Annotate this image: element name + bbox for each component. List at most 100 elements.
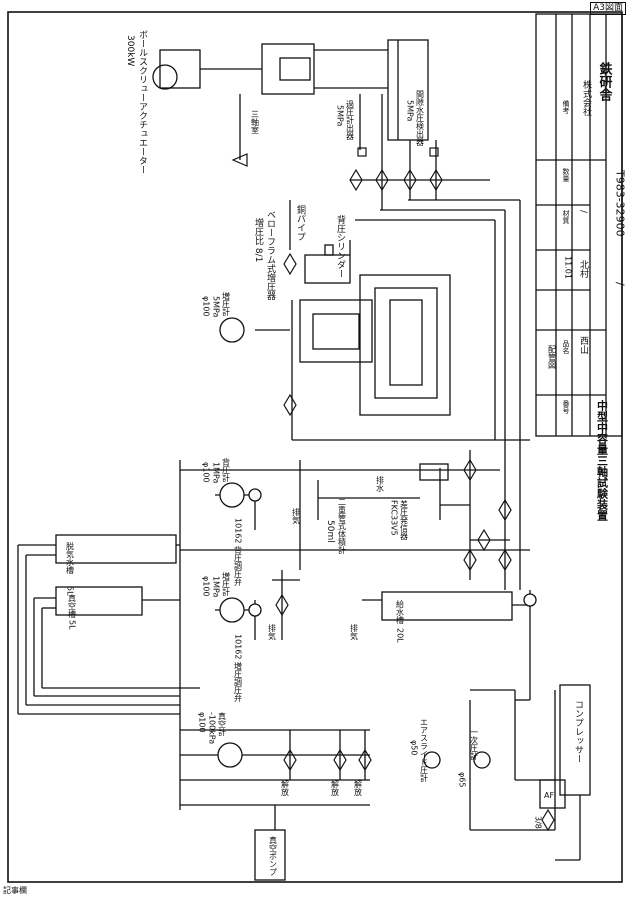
diff-pressure-label: 差圧発信器 <box>400 499 409 541</box>
diff-gauge-spec: 5MPa <box>406 100 415 121</box>
header-number: 番号 <box>562 400 570 415</box>
back-pressure-gauge-icon <box>219 482 245 508</box>
vacuum-gauge-label: 真空計 <box>218 711 227 737</box>
pump-icon <box>523 593 537 607</box>
pipes <box>7 11 623 883</box>
release-label-1: 解放 <box>281 779 290 797</box>
header-name: 品名 <box>562 340 570 355</box>
valve-icon <box>283 393 297 417</box>
cell-pressure-gauge-icon <box>219 317 245 343</box>
sensor-icon <box>429 147 439 157</box>
gauge-icons <box>217 317 537 769</box>
degas-tank-volume: 5L <box>66 586 75 596</box>
cell-gauge-spec2: φ100 <box>202 296 211 317</box>
back-cylinder-label: 背圧シリンダー <box>335 214 346 278</box>
air-slide-spec: φ50 <box>410 740 419 755</box>
af-label: AF <box>544 791 554 800</box>
burette-volume: 50ml <box>325 520 335 543</box>
air-slide-gauge-label: エアスライド圧計 <box>420 718 429 783</box>
sheet-size-tag: A3図面 <box>590 2 626 15</box>
back-gauge-spec1: 1MPa <box>212 462 221 483</box>
back-gauge-spec2: φ100 <box>202 462 211 483</box>
date: 11.01 <box>564 256 573 279</box>
vacuum-tank-label: 真空槽 <box>68 593 77 619</box>
drawing-number: T983-32900 <box>614 169 627 237</box>
sensor-icon <box>357 147 367 157</box>
back-regulator-label: 10162 背圧調圧弁 <box>234 518 243 587</box>
checker: 北村 <box>578 260 589 278</box>
title-block: 中型中容量三軸試験装置 西山 北村 11.01 / T983-32900 / 株… <box>548 61 627 521</box>
diff-model: FKC33V5 <box>390 500 399 536</box>
valve-icon <box>463 548 477 572</box>
drawing-title: 中型中容量三軸試験装置 <box>596 399 610 521</box>
valve-icon <box>333 748 347 772</box>
pipe-size-label: 3/8 <box>534 816 543 829</box>
designer: 西山 <box>578 336 589 354</box>
cell-regulator-icon <box>248 603 262 617</box>
valve-icon <box>403 168 417 192</box>
diff-gauge-label: 間隙水圧検出器 <box>416 90 425 147</box>
valve-icon <box>541 808 555 832</box>
vacuum-gauge-spec2: φ100 <box>198 712 207 733</box>
valve-icon <box>498 498 512 522</box>
exhaust-label-2: 排気 <box>268 623 277 641</box>
title-block-frame <box>535 13 623 437</box>
exhaust-label-1: 排気 <box>292 507 301 525</box>
labels: ボールスクリューアクチュエーター 300kW 三軸室 過圧計出器 5MPa 間隙… <box>66 30 584 876</box>
release-label-2: 解放 <box>331 779 340 797</box>
vacuum-tank-volume: 5L <box>68 620 77 630</box>
drain-label: 排水 <box>376 475 385 492</box>
air-slide-gauge-icon <box>423 751 441 769</box>
valve-icon <box>283 252 297 276</box>
bellofram-ratio: 増圧比 8/1 <box>253 217 264 262</box>
primary-gauge-label: 一次圧計 <box>470 728 479 761</box>
copper-pipe-label: 銅パイプ <box>295 204 306 241</box>
exhaust-label-3: 排気 <box>350 623 359 641</box>
cell-gauge2-spec2: φ100 <box>202 576 211 597</box>
supply-tank-label: 給水槽 <box>396 599 405 625</box>
actuator-label: ボールスクリューアクチュエーター <box>137 30 148 174</box>
valve-icon <box>375 168 389 192</box>
company-name: 鉄研舎 <box>597 61 613 102</box>
cell-gauge2-label: 増圧計 <box>222 571 231 597</box>
pore-gauge-spec: 5MPa <box>336 105 345 126</box>
header-quantity: 数量 <box>562 167 570 182</box>
scale: / <box>578 210 588 214</box>
valve-icon <box>498 548 512 572</box>
valve-icon <box>275 593 289 617</box>
back-regulator-icon <box>248 488 262 502</box>
header-material: 材質 <box>562 209 570 225</box>
supply-tank-volume: 20L <box>396 628 405 643</box>
subtitle: 配管図 <box>548 345 557 370</box>
burette-label: 二重管式体積計 <box>338 498 347 555</box>
footer-note: 記事欄 <box>3 886 27 895</box>
drawing-frame <box>7 11 623 883</box>
actuator-power: 300kW <box>125 35 135 66</box>
valve-icon <box>231 153 248 167</box>
header-note: 備考 <box>562 99 570 115</box>
cell-gauge2-spec1: 1MPa <box>212 576 221 597</box>
primary-gauge-spec: φ65 <box>458 772 467 787</box>
cell-regulator-label: 10162 増圧調圧弁 <box>234 634 243 703</box>
valve-icon <box>477 528 491 552</box>
cell-gauge-label: 増圧計 <box>222 291 231 317</box>
primary-gauge-icon <box>473 751 491 769</box>
vacuum-pump-label: 真空ポンプ <box>269 835 278 876</box>
vacuum-gauge-icon <box>217 742 243 768</box>
pore-gauge-label: 過圧計出器 <box>346 99 355 141</box>
vacuum-gauge-spec1: -100kPa <box>208 712 217 744</box>
valve-icon <box>349 168 363 192</box>
cell-gauge-spec1: 5MPa <box>212 296 221 317</box>
valve-icon <box>463 458 477 482</box>
company: 株式会社 <box>581 79 592 117</box>
back-gauge-label: 背圧計 <box>222 457 231 483</box>
triaxial-cell-label: 三軸室 <box>251 110 260 134</box>
valve-icons <box>231 147 555 832</box>
valve-icon <box>429 168 443 192</box>
valve-icon <box>358 748 372 772</box>
degas-tank-label: 脱気水槽 <box>66 541 75 575</box>
release-label-3: 解放 <box>354 779 363 797</box>
valve-icon <box>283 748 297 772</box>
